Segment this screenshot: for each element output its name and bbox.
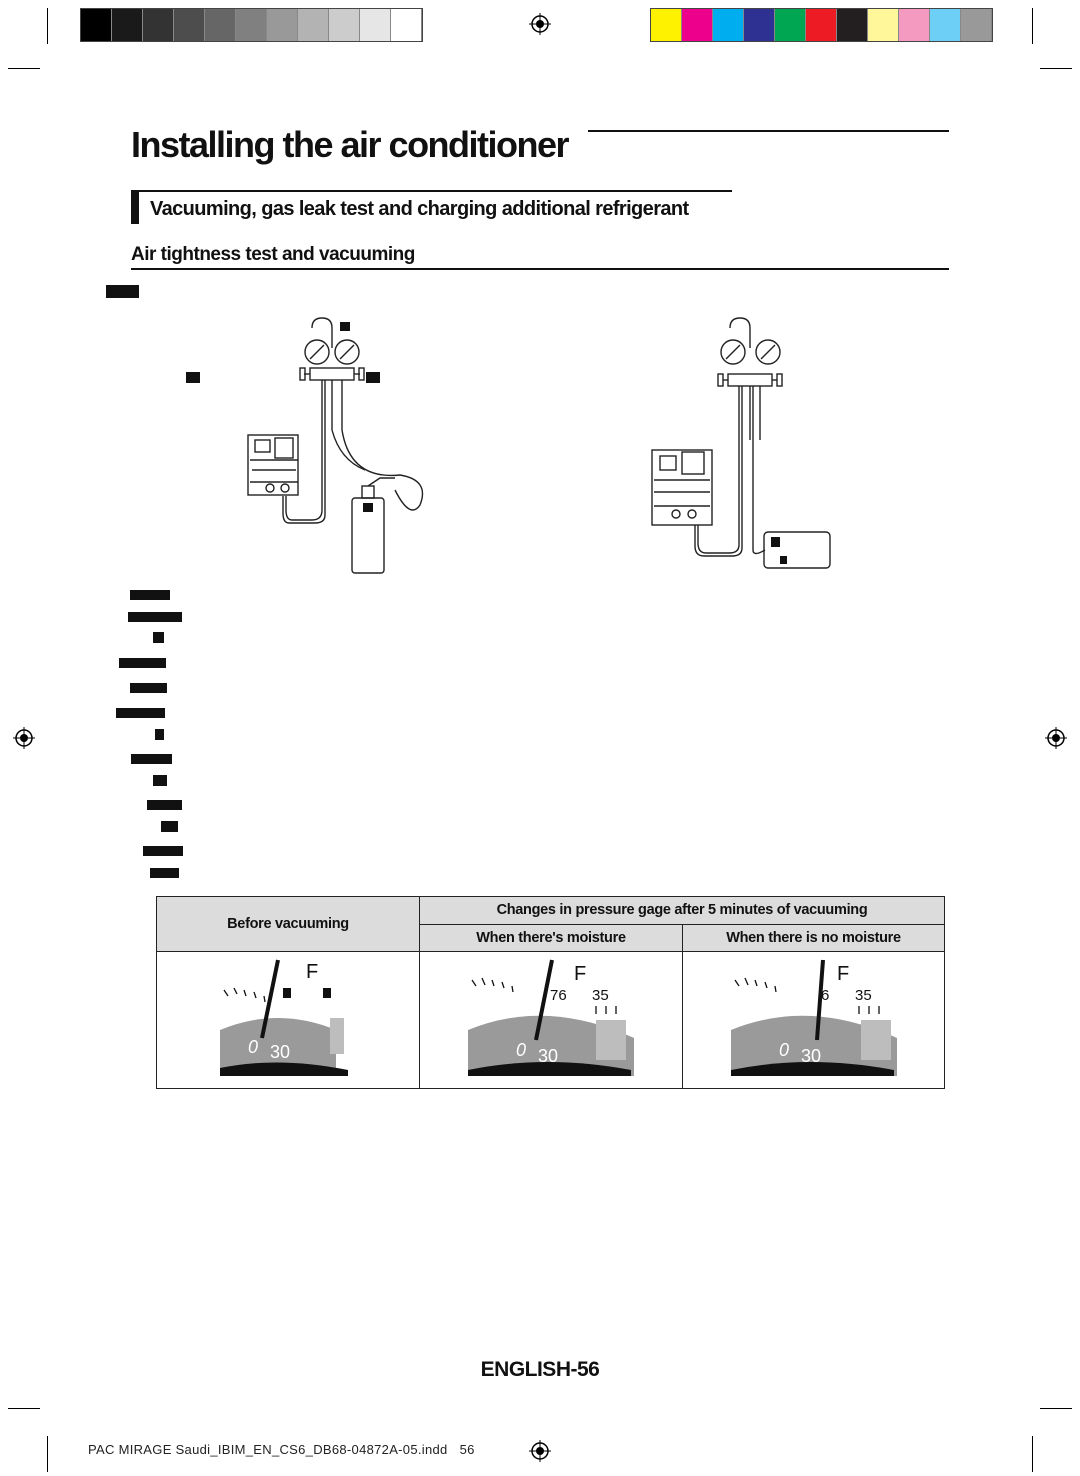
redacted-step-label — [150, 868, 179, 878]
crop-mark — [1032, 8, 1033, 44]
page-number: ENGLISH-56 — [480, 1358, 600, 1381]
pressure-gauge-icon: F 6 35 0 30 — [730, 959, 897, 1078]
indd-filename: PAC MIRAGE Saudi_IBIM_EN_CS6_DB68-04872A… — [88, 1442, 475, 1457]
grayscale-swatch — [391, 9, 422, 41]
gauge-35-label: 35 — [855, 987, 872, 1004]
header-no-moisture: When there is no moisture — [682, 923, 945, 952]
registration-mark-icon — [13, 727, 35, 749]
grayscale-swatch — [236, 9, 267, 41]
gauge-cell-moisture: F 76 35 0 30 — [419, 951, 683, 1089]
gauge-f-label: F — [837, 963, 849, 985]
crop-mark — [47, 8, 48, 44]
redacted-step-label — [143, 846, 183, 856]
section-title: Vacuuming, gas leak test and charging ad… — [150, 198, 689, 220]
gauge-76-label: 76 — [550, 987, 567, 1004]
redacted-step-label — [131, 754, 172, 764]
gauge-scale-label: 30 — [538, 1046, 558, 1066]
process-color-swatch — [868, 9, 899, 41]
page-title: Installing the air conditioner — [131, 124, 570, 165]
gauge-zero-label: 0 — [779, 1040, 789, 1060]
nitrogen-pressure-test-diagram — [186, 317, 424, 574]
redacted-step-label — [155, 729, 164, 740]
gauge-zero-label: 0 — [248, 1037, 258, 1057]
redacted-label — [106, 285, 139, 298]
header-before-vacuuming: Before vacuuming — [156, 896, 420, 952]
gauge-f-label: F — [574, 963, 586, 985]
grayscale-swatch — [360, 9, 391, 41]
crop-mark — [1032, 1436, 1033, 1472]
grayscale-color-bar — [80, 8, 423, 42]
redacted-step-label — [119, 658, 166, 668]
crop-mark — [1040, 1408, 1072, 1409]
registration-mark-icon — [1045, 727, 1067, 749]
process-color-swatch — [744, 9, 775, 41]
redacted-step-label — [130, 683, 167, 693]
subsection-rule — [131, 268, 949, 270]
pressure-gauge-icon: F 76 35 0 30 — [468, 959, 634, 1078]
grayscale-swatch — [298, 9, 329, 41]
title-rule — [588, 130, 949, 132]
grayscale-swatch — [143, 9, 174, 41]
vacuum-pump-diagram — [651, 317, 831, 569]
registration-mark-icon — [529, 13, 551, 35]
filename-text: PAC MIRAGE Saudi_IBIM_EN_CS6_DB68-04872A… — [88, 1442, 448, 1457]
crop-mark — [47, 1436, 48, 1472]
gauge-cell-no-moisture: F 6 35 0 30 — [682, 951, 945, 1089]
sheet-number: 56 — [459, 1442, 475, 1457]
pressure-gauge-table: Before vacuuming Changes in pressure gag… — [156, 896, 945, 1089]
crop-mark — [8, 1408, 40, 1409]
process-color-swatch — [775, 9, 806, 41]
process-color-bar — [650, 8, 993, 42]
grayscale-swatch — [112, 9, 143, 41]
process-color-swatch — [651, 9, 682, 41]
redacted-step-label — [147, 800, 182, 810]
redacted-step-label — [153, 632, 164, 643]
redacted-step-label — [116, 708, 165, 718]
pressure-gauge-icon: F 0 30 — [220, 959, 356, 1078]
gauge-f-label: F — [306, 961, 318, 983]
redacted-step-label — [130, 590, 170, 600]
process-color-swatch — [837, 9, 868, 41]
section-marker — [131, 190, 139, 224]
redacted-step-label — [153, 775, 167, 786]
header-with-moisture: When there's moisture — [419, 923, 683, 952]
section-rule — [139, 190, 732, 192]
process-color-swatch — [806, 9, 837, 41]
gauge-scale-label: 30 — [270, 1042, 290, 1062]
grayscale-swatch — [329, 9, 360, 41]
grayscale-swatch — [205, 9, 236, 41]
crop-mark — [1040, 68, 1072, 69]
process-color-swatch — [930, 9, 961, 41]
gauge-35-label: 35 — [592, 987, 609, 1004]
gauge-76-label: 6 — [821, 987, 829, 1004]
registration-mark-icon — [529, 1440, 551, 1462]
redacted-step-label — [128, 612, 182, 622]
process-color-swatch — [961, 9, 992, 41]
subsection-title: Air tightness test and vacuuming — [131, 244, 415, 265]
header-pressure-changes: Changes in pressure gage after 5 minutes… — [419, 896, 945, 925]
gauge-scale-label: 30 — [801, 1046, 821, 1066]
grayscale-swatch — [81, 9, 112, 41]
process-color-swatch — [899, 9, 930, 41]
gauge-cell-before: F 0 30 — [156, 951, 420, 1089]
redacted-step-label — [161, 821, 178, 832]
process-color-swatch — [713, 9, 744, 41]
grayscale-swatch — [267, 9, 298, 41]
grayscale-swatch — [174, 9, 205, 41]
gauge-zero-label: 0 — [516, 1040, 526, 1060]
process-color-swatch — [682, 9, 713, 41]
crop-mark — [8, 68, 40, 69]
